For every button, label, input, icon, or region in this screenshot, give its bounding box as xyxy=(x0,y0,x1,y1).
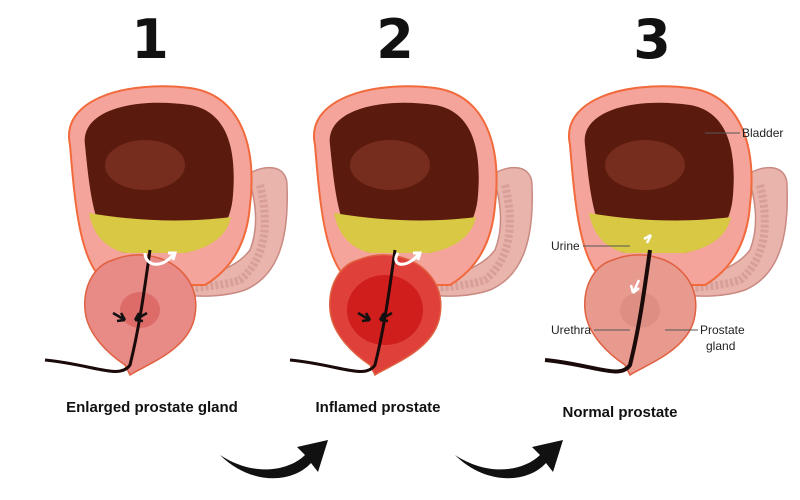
label-urethra: Urethra xyxy=(551,323,591,337)
panel-caption: Normal prostate xyxy=(562,404,677,421)
bladder-illustration xyxy=(289,85,534,377)
urethra xyxy=(44,249,152,373)
label-urine: Urine xyxy=(551,239,580,253)
urethra xyxy=(544,249,652,374)
panel-caption: Inflamed prostate xyxy=(315,399,440,416)
label-prostate-line1: Prostate xyxy=(700,323,745,337)
label-prostate-line2: gland xyxy=(706,339,735,353)
seminal-vesicle xyxy=(179,166,289,297)
urine xyxy=(589,213,731,253)
progression-arrow-2 xyxy=(455,440,563,479)
urethra xyxy=(289,249,397,373)
panel-1: 1 Enlarged prostate gland xyxy=(44,8,289,416)
bladder-illustration xyxy=(44,85,289,377)
panel-number: 3 xyxy=(633,8,671,71)
anatomy-labels: Bladder Urine Urethra Prostate gland xyxy=(551,126,783,353)
urine xyxy=(334,213,476,253)
panel-number: 2 xyxy=(376,8,414,71)
urine xyxy=(89,213,231,253)
label-bladder: Bladder xyxy=(742,126,783,140)
seminal-vesicle xyxy=(679,166,789,297)
seminal-vesicle xyxy=(424,166,534,297)
panel-caption: Enlarged prostate gland xyxy=(66,399,238,416)
panel-3: 3 Normal prostate xyxy=(544,8,789,421)
panel-number: 1 xyxy=(131,8,169,71)
bladder-illustration xyxy=(544,85,789,377)
panel-2: 2 Inflamed prostate xyxy=(289,8,534,416)
progression-arrow-1 xyxy=(220,440,328,479)
